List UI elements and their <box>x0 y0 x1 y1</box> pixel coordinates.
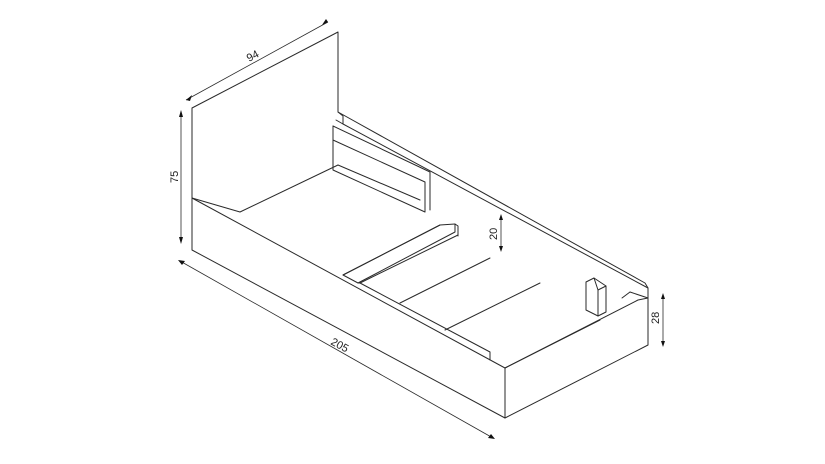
dimension-footboard-height: 28 <box>650 293 665 347</box>
storage-front-board <box>359 282 491 361</box>
footboard <box>504 291 649 419</box>
back-rail <box>335 111 649 299</box>
dimension-side-height: 20 <box>488 214 503 252</box>
foot-upright-board <box>585 277 607 317</box>
dimension-label-headboard-height: 75 <box>169 171 181 183</box>
dimension-label-width: 94 <box>245 48 261 64</box>
dimension-headboard-height: 75 <box>169 110 183 244</box>
middle-divider <box>342 223 459 284</box>
dimension-label-side-height: 20 <box>488 228 500 240</box>
dimension-width: 94 <box>185 19 329 101</box>
dimension-length: 205 <box>178 260 495 439</box>
headboard <box>191 31 339 199</box>
dimension-label-length: 205 <box>329 336 351 355</box>
dimension-label-footboard-height: 28 <box>650 312 662 324</box>
platform-floor <box>239 164 601 369</box>
inner-side-board <box>332 125 431 213</box>
